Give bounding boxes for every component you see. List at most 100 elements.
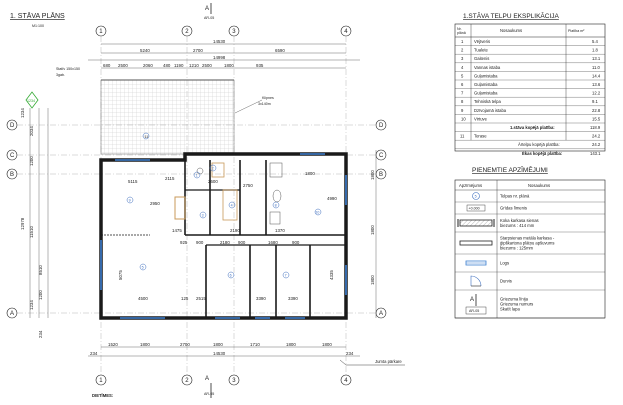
explication-frame (454, 23, 606, 152)
axis-label-top-1: 1 (99, 29, 103, 35)
axis-label-bottom-2: 2 (185, 378, 189, 384)
idim-4335: 4335 (329, 270, 334, 280)
idim-5115: 5115 (128, 179, 138, 184)
ex-total-value: 143.1 (590, 151, 601, 156)
legend-row-3-text-2: biezums : 125mm (500, 246, 534, 251)
ex-terrace-nr: 11 (460, 134, 465, 139)
ex-row-3-nr: 4 (461, 65, 464, 70)
legend-symbol-level: +0.000 (466, 204, 486, 212)
dim-top-overall-2: 14998 (213, 55, 226, 60)
dim-bottom-1-1: 1800 (140, 342, 150, 347)
idim-900c: 900 (292, 240, 300, 245)
dim-left-8: 1234 (29, 300, 34, 310)
ex-row-3-name: Vannas istaba (474, 65, 501, 70)
dim-left-7: 1200 (38, 290, 43, 300)
axis-label-left-D: D (10, 123, 15, 129)
room-circle-1 (193, 171, 201, 179)
dim-top-3-8: 935 (256, 63, 264, 68)
dimension-top-overall: 14530 (101, 39, 346, 45)
north-mark-text: 1234 (27, 99, 35, 103)
ex-head-area: Platība m² (568, 29, 585, 33)
dim-bottom-1-2: 2700 (180, 342, 190, 347)
axis-label-bottom-4: 4 (344, 378, 348, 384)
legend-row-6-text-0: Griezuma līnija (500, 297, 529, 302)
room-circle-9 (126, 196, 134, 204)
dim-top-3-5: 1210 (189, 63, 199, 68)
idim-2190: 2190 (230, 228, 240, 233)
legend-symbol-wood-wall (457, 219, 495, 227)
dim-bottom-1-0: 1520 (108, 342, 118, 347)
legend-row-2-text-0: Koka karkasa sienas (500, 218, 539, 223)
north-mark: 1234 (25, 91, 39, 109)
dim-left-6: 234 (38, 330, 43, 338)
ex-row-9-name: Virtuve (474, 116, 488, 121)
legend-row-5-text-0: Durvis (500, 279, 512, 284)
axis-label-bottom-1: 1 (99, 378, 103, 384)
idim-900b: 900 (238, 240, 246, 245)
legend-head-name: Nosaukums (528, 183, 550, 188)
dim-top-3-0: 680 (103, 63, 111, 68)
ex-row-4-area: 14.4 (592, 73, 601, 78)
room-circle-4 (228, 201, 236, 209)
room-number-8: 8 (275, 204, 277, 208)
legend-row-1-text-0: Grīdas līmenis (500, 206, 527, 211)
room-number-4: 4 (231, 204, 233, 208)
dim-bottom-1-6: 1800 (322, 342, 332, 347)
ex-head-nr-2: plānā (457, 31, 466, 35)
ex-row-8-name: Dzīvojamā istaba (474, 108, 507, 113)
gutter-label: Jumta pārkare (375, 359, 402, 364)
ex-row-6-name: Guļamistaba (474, 91, 498, 96)
room-circle-6 (227, 271, 235, 279)
legend-symbol-section: AAR-05 (465, 294, 487, 315)
room-circle-2 (209, 164, 217, 172)
fixtures (174, 162, 283, 225)
dim-left-4: 11510 (29, 226, 34, 238)
room-number-1: 1 (196, 174, 198, 178)
ex-row-7-area: 9.1 (592, 99, 598, 104)
room-number-10: 10 (315, 211, 319, 215)
axis-label-top-2: 2 (185, 29, 189, 35)
dim-bottom-left: 234 (90, 351, 98, 356)
room-number-6: 6 (230, 274, 232, 278)
section-mark-bottom: A AR-05 (204, 376, 214, 398)
dim-bottom-1-5: 1800 (286, 342, 296, 347)
legend-row-4-text-0: Logs (500, 261, 509, 266)
ex-row-2-area: 13.1 (592, 56, 601, 61)
dim-bottom-overall: 14530 (213, 351, 226, 356)
idim-5075: 5075 (118, 270, 123, 280)
klipnes-label-2: 3x140m (258, 102, 271, 106)
ex-row-7-nr: 8 (461, 99, 464, 104)
ex-terrace-name: Terase (474, 134, 487, 139)
building-walls (99, 152, 348, 320)
legend-row-6-text-1: Griezuma numurs (500, 302, 533, 307)
legend-row-6-text-2: Skatīt lapa (500, 307, 520, 312)
section-letter-bottom: A (205, 376, 209, 382)
ex-row-0-nr: 1 (461, 39, 464, 44)
legend-row-0-text-0: Telpas nr. plānā (500, 194, 530, 199)
plan-title: 1. STĀVA PLĀNS (10, 12, 65, 20)
idim-1370: 1370 (275, 228, 285, 233)
ex-head-nr-1: Nr. (457, 27, 462, 31)
dim-bottom-1-4: 1710 (250, 342, 260, 347)
idim-2515: 2515 (196, 296, 206, 301)
room-number-2: 2 (212, 167, 214, 171)
legend-head-symbol: Apzīmējums (459, 183, 482, 188)
dim-bottom-1-3: 1800 (213, 342, 223, 347)
legend-row-3-text-1: ģipškartona plātņu apšuvums (500, 241, 554, 246)
idim-925: 925 (180, 240, 188, 245)
idim-2750: 2750 (243, 183, 253, 188)
ex-subtotal-value: 118.9 (590, 125, 601, 130)
dim-top-1b: 2700 (193, 48, 203, 53)
room-number-5: 5 (142, 266, 144, 270)
axis-label-right-D: D (379, 123, 384, 129)
ex-row-6-nr: 7 (461, 91, 464, 96)
